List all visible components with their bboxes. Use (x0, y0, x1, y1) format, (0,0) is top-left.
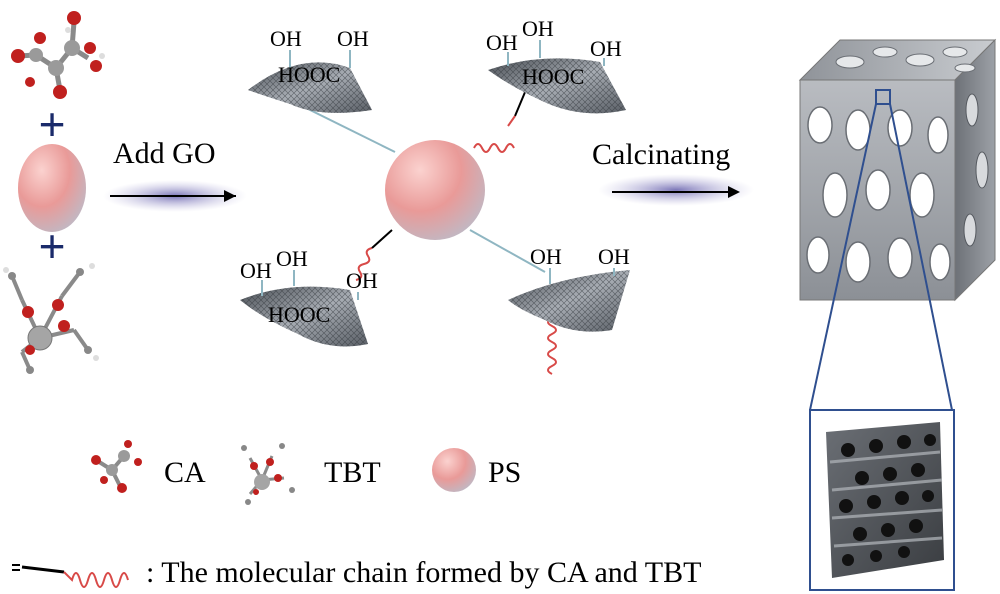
ps-sphere-icon (18, 144, 86, 232)
ps-sphere-center (385, 140, 485, 240)
go-sheet-lower-left (240, 270, 368, 347)
s3-oh3: OH (346, 268, 378, 293)
s4-oh1: OH (530, 244, 562, 269)
s1-hooc: HOOC (278, 62, 340, 87)
zoom-inset (809, 409, 955, 591)
s3-oh1: OH (240, 258, 272, 283)
s1-oh2: OH (337, 26, 369, 51)
molecular-chain-lower (355, 247, 373, 281)
s1-oh1: OH (270, 26, 302, 51)
step-add-go-label: Add GO (113, 137, 216, 170)
s4-oh2: OH (598, 244, 630, 269)
legend-ca-icon (91, 440, 142, 493)
go-sheet-lower-right (508, 268, 630, 332)
molecular-chain-bottom (547, 317, 557, 375)
arrow-calcinating (598, 174, 754, 206)
arrow-add-go (103, 180, 247, 212)
tbt-molecule-icon (3, 263, 99, 374)
plus-sign-top: + (39, 98, 66, 150)
go-sheet-upper-right (488, 40, 626, 114)
porous-cube-icon (798, 38, 997, 302)
legend-tbt-label: TBT (324, 456, 381, 489)
s2-hooc: HOOC (522, 64, 584, 89)
s3-hooc: HOOC (268, 302, 330, 327)
legend-ca-label: CA (164, 456, 206, 489)
s2-oh3: OH (590, 36, 622, 61)
legend-tbt-icon (241, 443, 295, 505)
legend-ps-label: PS (488, 456, 521, 489)
legend-chain-icon (12, 564, 129, 588)
ca-molecule-icon (11, 11, 105, 99)
step-calcinating-label: Calcinating (592, 138, 730, 171)
molecular-chain-upper (473, 143, 515, 153)
legend-ps-icon (432, 448, 476, 492)
s3-oh2: OH (276, 246, 308, 271)
s2-oh1: OH (486, 30, 518, 55)
s2-oh2: OH (522, 16, 554, 41)
go-sheet-upper-left (248, 50, 372, 113)
legend-chain-label: : The molecular chain formed by CA and T… (146, 556, 701, 589)
